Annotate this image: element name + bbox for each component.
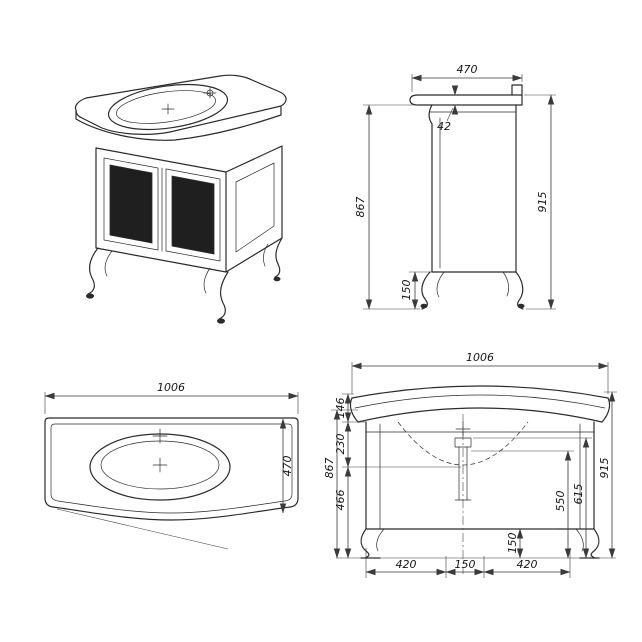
extension-line	[351, 362, 609, 394]
iso-leg-front-left	[87, 247, 99, 295]
front-lower-dim-label: 466	[334, 490, 347, 511]
iso-door-right-frame	[165, 168, 221, 262]
iso-basin-inner	[116, 90, 216, 124]
front-view: 1006 146 230 466 867 550 615 915 150	[323, 351, 617, 578]
top-view: 1006 470	[44, 381, 299, 550]
extension-line	[365, 548, 571, 578]
front-leg-left-inner	[376, 528, 385, 552]
iso-door-right-panel	[171, 175, 215, 255]
iso-leg-back-right	[274, 237, 283, 278]
top-drain-cross	[152, 457, 168, 473]
top-faucet-cross	[152, 428, 168, 444]
top-depth-dim-label: 470	[281, 456, 294, 477]
iso-faucet-hole	[206, 89, 214, 97]
side-thickness-dim-label: 42	[437, 120, 451, 133]
front-faucet-cross	[455, 421, 471, 437]
front-bottom-right-dim-label: 420	[517, 558, 538, 571]
iso-foot-front-left	[86, 293, 94, 299]
front-width-dim-label: 1006	[466, 351, 494, 364]
front-counter-bottom-arc	[357, 407, 603, 423]
isometric-view	[74, 74, 287, 324]
front-drain-valve	[454, 437, 472, 448]
front-drain-pipe	[454, 446, 472, 501]
front-basin-depth-dim-label: 230	[334, 434, 347, 455]
iso-body-side-face	[225, 145, 283, 273]
side-leg-back	[515, 271, 524, 310]
front-leg-left	[360, 528, 370, 559]
extension-line	[411, 74, 523, 92]
front-leg-dim-label: 150	[506, 533, 519, 554]
side-view: 470 42 867 915 150	[354, 63, 556, 310]
side-foot-front	[420, 303, 428, 309]
top-counter-outline	[44, 417, 299, 521]
front-counter-top-arc	[351, 385, 609, 399]
side-leg-back-inner	[502, 271, 509, 297]
side-underside-dim-label: 867	[354, 197, 367, 218]
iso-side-panel	[235, 162, 275, 253]
top-width-dim-label: 1006	[157, 381, 185, 394]
iso-leg-back-right-inner	[262, 243, 269, 267]
extension-line	[44, 392, 299, 414]
side-thickness-leader	[446, 107, 454, 122]
iso-door-left-frame	[103, 157, 159, 251]
iso-foot-front-right	[217, 318, 225, 324]
extension-line	[363, 104, 420, 310]
side-backsplash	[511, 84, 523, 96]
top-counter-inner-line	[50, 423, 293, 514]
front-counter-edge-dim-label: 146	[334, 398, 347, 419]
front-counter-right-end	[601, 397, 611, 423]
front-counter-molding-arc	[354, 394, 606, 409]
side-countertop	[409, 94, 523, 106]
side-body-front	[428, 104, 433, 273]
front-bottom-center-dim-label: 150	[455, 558, 476, 571]
front-bottom-left-dim-label: 420	[396, 558, 417, 571]
front-leg-right	[590, 528, 600, 559]
side-leg-front-inner	[436, 271, 445, 298]
extension-line	[471, 391, 617, 452]
front-total-height-dim-label: 915	[598, 458, 611, 479]
iso-foot-back-right	[273, 276, 281, 282]
side-total-height-dim-label: 915	[536, 192, 549, 213]
front-underside-dim-label: 867	[323, 458, 336, 479]
iso-leg-front-left-inner	[104, 250, 113, 277]
iso-leg-front-right-inner	[203, 267, 211, 294]
iso-basin-outer	[107, 83, 229, 131]
iso-faucet-hole-cross	[203, 87, 217, 99]
front-outlet-dim-label: 550	[554, 491, 567, 512]
iso-countertop-top-face	[74, 74, 287, 135]
iso-leg-front-right	[218, 271, 229, 320]
front-leg-right-inner	[575, 528, 584, 552]
side-foot-back	[517, 303, 525, 309]
side-leg-front	[421, 271, 431, 310]
front-drain-line-dim-label: 615	[572, 484, 585, 505]
iso-drain-cross	[161, 103, 175, 115]
side-leg-dim-label: 150	[400, 280, 413, 301]
top-leader-line	[56, 508, 229, 550]
iso-door-left-panel	[109, 164, 153, 244]
side-depth-dim-label: 470	[457, 63, 478, 76]
iso-countertop-front-edge	[75, 106, 282, 141]
